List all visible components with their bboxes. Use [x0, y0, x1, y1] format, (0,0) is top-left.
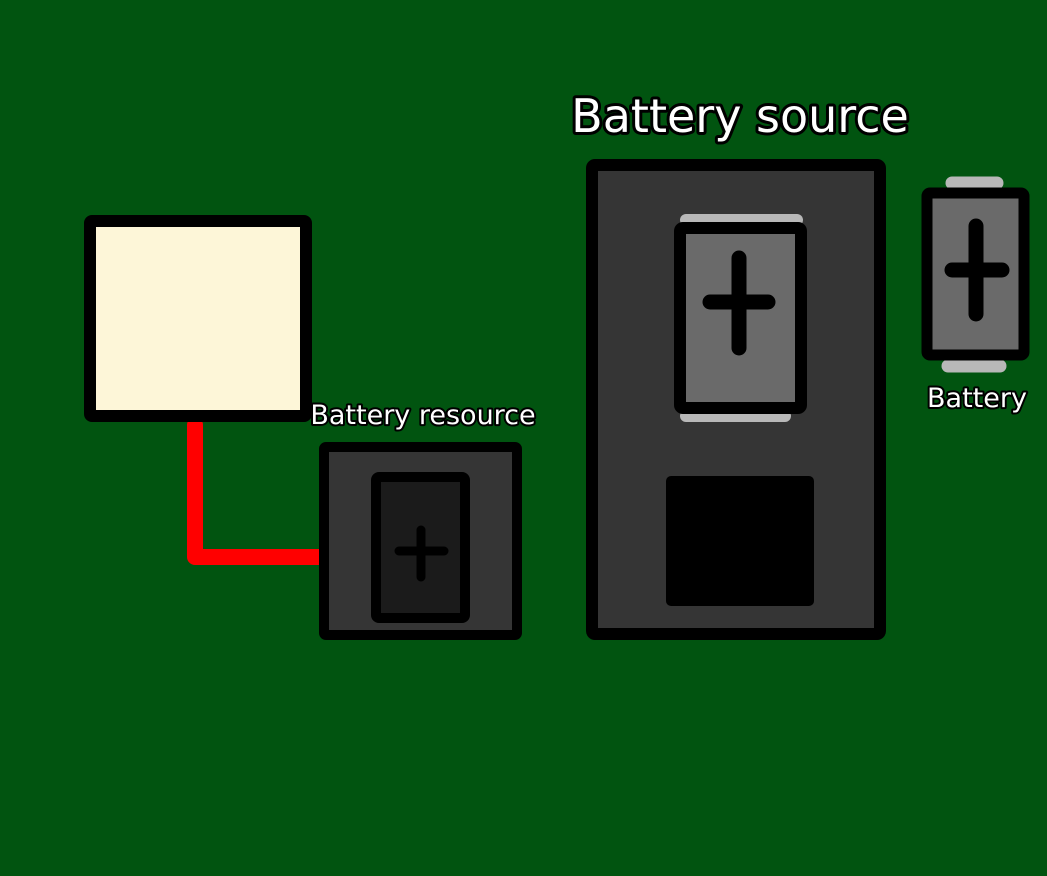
power-wire[interactable]	[187, 417, 328, 565]
battery-label: Battery	[927, 383, 1027, 414]
battery-resource-node[interactable]	[319, 442, 522, 640]
source-battery	[674, 214, 807, 422]
battery-source-machine[interactable]	[586, 159, 886, 640]
battery-source-label: Battery source	[571, 89, 909, 143]
output-slot[interactable]	[666, 476, 814, 606]
battery-resource-label: Battery resource	[310, 400, 535, 431]
plus-icon	[702, 250, 776, 356]
plus-icon	[944, 218, 1010, 322]
consumer-panel[interactable]	[84, 215, 312, 422]
battery-icon	[921, 176, 1030, 373]
battery-item[interactable]	[921, 176, 1030, 373]
plus-icon	[394, 525, 449, 582]
